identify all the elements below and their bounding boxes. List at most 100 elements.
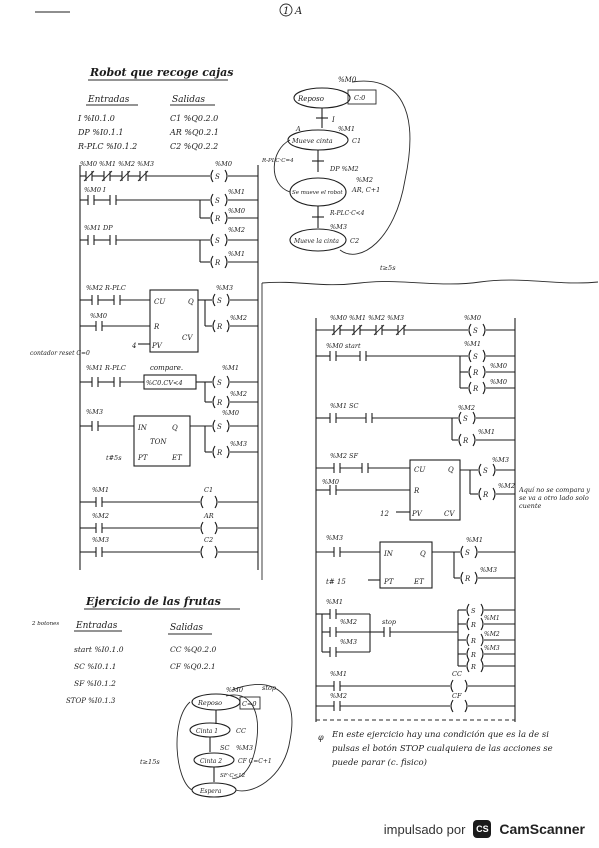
right-timer-in-pin: IN	[383, 550, 394, 558]
right-counter-coil-2: %M2	[498, 482, 515, 490]
robot-counter-rung	[80, 289, 258, 353]
right-stop-coil-3: %M3	[484, 645, 500, 652]
frutas-input-2: SC %I0.1.1	[74, 662, 116, 671]
robot-grafcet-state-1: Reposo	[297, 95, 324, 103]
robot-output-2: AR %Q0.2.1	[169, 128, 219, 137]
right-rung2-coil-3: %M0	[490, 378, 507, 386]
robot-timer-et: ET	[171, 454, 183, 462]
robot-grafcet-transition-3: R-PLC·C<4	[329, 210, 365, 217]
coil-r: R	[470, 651, 476, 659]
coil-s: S	[463, 415, 468, 423]
robot-grafcet-state-3: Se mueve el robot	[292, 190, 343, 196]
robot-grafcet-action-3: AR, C+1	[351, 186, 380, 194]
frutas-input-4: STOP %I0.1.3	[66, 697, 116, 705]
coil-r: R	[470, 621, 476, 629]
robot-title: Robot que recoge cajas	[89, 66, 233, 79]
frutas-grafcet-state-3: Cinta 2	[200, 758, 222, 765]
robot-rung3-coil-2: %M1	[228, 250, 245, 258]
robot-grafcet-action-4: C2	[350, 237, 359, 245]
robot-counter-cv: CV	[182, 334, 193, 342]
coil-r: R	[472, 385, 479, 393]
coil-s: S	[215, 237, 220, 245]
frutas-grafcet-label-stop: stop	[262, 684, 277, 692]
right-counter-pv: PV	[411, 510, 423, 518]
robot-compare-rung	[80, 374, 258, 409]
right-stop-rung-label: %M1	[326, 598, 343, 606]
coil-s: S	[465, 549, 470, 557]
right-out-coil-1: CC	[452, 670, 462, 678]
robot-timer-in-label: %M3	[86, 408, 103, 416]
right-counter-cu: CU	[414, 466, 426, 474]
frutas-grafcet-action-1: C=0	[242, 700, 257, 708]
coil-s: S	[217, 379, 222, 387]
right-counter-coil-1: %M3	[492, 456, 509, 464]
robot-out-contact-3: %M3	[92, 536, 109, 544]
robot-grafcet-side-t5: t≥5s	[380, 264, 396, 272]
coil-r: R	[216, 323, 223, 331]
frutas-grafcet-state-4: Espera	[199, 788, 222, 795]
robot-grafcet-top-label: %M0	[338, 76, 357, 84]
right-rung1-coil: %M0	[464, 314, 481, 322]
coil-r: R	[214, 215, 221, 223]
frutas-salidas-label: Salidas	[170, 623, 203, 633]
robot-counter-r: R	[153, 323, 160, 331]
coil-s: S	[215, 197, 220, 205]
right-rung2	[316, 349, 515, 395]
robot-rung1-labels: %M0 %M1 %M2 %M3	[80, 160, 154, 168]
right-timer-block	[379, 541, 433, 589]
robot-grafcet-side-rplc: R-PLC·C=4	[261, 158, 294, 164]
robot-entradas-label: Entradas	[87, 95, 130, 105]
right-rung3	[316, 411, 515, 447]
right-out-coil-2: CF	[452, 692, 462, 700]
robot-rung3-coil-1: %M2	[228, 226, 245, 234]
robot-rung1-coil: %M0	[215, 160, 232, 168]
footer-prefix: impulsado por	[383, 821, 466, 837]
robot-rung1	[80, 169, 258, 183]
robot-timer-ton: TON	[150, 438, 167, 446]
right-timer-et: ET	[413, 578, 425, 586]
robot-grafcet-side-a: A	[295, 125, 301, 133]
right-stop-coil-1: %M1	[484, 615, 500, 622]
right-counter-cv: CV	[444, 510, 455, 518]
robot-compare-label: compare.	[150, 364, 183, 372]
robot-out-contact-1: %M1	[92, 486, 109, 494]
robot-compare-expression: %C0.CV<4	[146, 379, 183, 387]
coil-s: S	[473, 353, 478, 361]
robot-counter-note: contador reset C=0	[30, 350, 90, 357]
coil-r: R	[462, 437, 469, 445]
coil-s: S	[471, 607, 476, 615]
robot-timer-coil-1: %M0	[222, 409, 239, 417]
robot-timer-rung	[80, 415, 258, 467]
footer-brand: CamScanner	[499, 821, 585, 837]
right-counter-q: Q	[448, 466, 454, 474]
coil-r: R	[482, 491, 489, 499]
right-timer-q: Q	[420, 550, 426, 558]
robot-grafcet-side-m2: %M2	[356, 176, 373, 184]
right-stop-label: stop	[382, 618, 397, 626]
right-out-contact-1: %M1	[330, 670, 347, 678]
frutas-title: Ejercicio de las frutas	[85, 595, 221, 608]
robot-rung2-coil-2: %M0	[228, 207, 245, 215]
coil-s: S	[483, 467, 488, 475]
coil-r: R	[470, 637, 476, 645]
right-output-rungs	[316, 679, 515, 721]
frutas-grafcet-label-sfc: SF·C<12	[220, 773, 246, 779]
robot-rung2-coil-1: %M1	[228, 188, 245, 196]
robot-out-coil-3: C2	[204, 536, 213, 544]
robot-grafcet-transition-2: DP %M2	[329, 165, 359, 173]
robot-timer-q: Q	[172, 424, 178, 432]
coil-r: R	[464, 575, 471, 583]
coil-s: S	[217, 423, 222, 431]
right-timer-rung	[316, 541, 515, 589]
robot-counter-pv-value: 4	[131, 342, 136, 350]
right-counter-rung	[316, 459, 515, 521]
frutas-input-3: SF %I0.1.2	[74, 679, 116, 688]
right-timer-pt: PT	[383, 578, 395, 586]
right-out-contact-2: %M2	[330, 692, 347, 700]
page-number: 1	[283, 6, 289, 17]
robot-grafcet-transition-1: I	[331, 116, 335, 124]
frutas-output-1: CC %Q0.2.0	[170, 645, 216, 654]
robot-grafcet	[273, 80, 411, 255]
note-marker: φ	[318, 733, 324, 742]
right-note: En este ejercicio hay una condición que …	[332, 730, 553, 768]
